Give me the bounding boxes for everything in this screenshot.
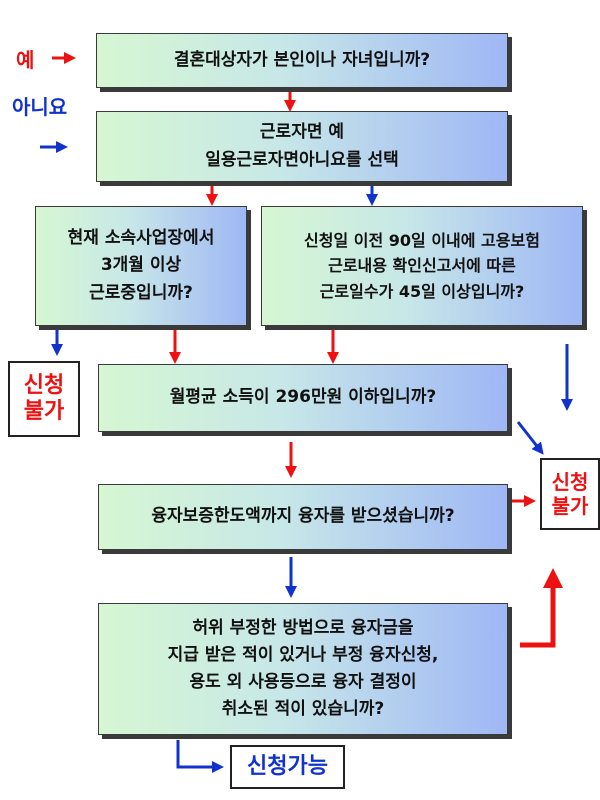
- node-q6-text: 융자보증한도액까지 융자를 받으셨습니까?: [151, 506, 455, 527]
- result-reject-left: 신청 불가: [8, 361, 80, 437]
- node-q4-text: 신청일 이전 90일 이내에 고용보험 근로내용 확인신고서에 따른 근로일수가…: [304, 230, 540, 301]
- node-q6: 융자보증한도액까지 융자를 받으셨습니까?: [98, 484, 508, 550]
- node-q2: 근로자면 예 일용근로자면아니요를 선택: [96, 111, 508, 182]
- node-q5-text: 월평균 소득이 296만원 이하입니까?: [169, 387, 437, 408]
- node-q3: 현재 소속사업장에서 3개월 이상 근로중입니까?: [35, 206, 247, 326]
- result-reject-left-text: 신청 불가: [23, 372, 65, 424]
- legend-yes-label: 예: [16, 48, 35, 72]
- result-approve-text: 신청가능: [247, 753, 328, 779]
- result-reject-right: 신청 불가: [540, 458, 600, 530]
- node-q4: 신청일 이전 90일 이내에 고용보험 근로내용 확인신고서에 따른 근로일수가…: [261, 206, 583, 326]
- node-q2-text: 근로자면 예 일용근로자면아니요를 선택: [205, 122, 399, 170]
- node-q7: 허위 부정한 방법으로 융자금을 지급 받은 적이 있거나 부정 융자신청, 용…: [98, 603, 508, 735]
- result-reject-right-text: 신청 불가: [551, 470, 589, 518]
- node-q7-text: 허위 부정한 방법으로 융자금을 지급 받은 적이 있거나 부정 융자신청, 용…: [167, 617, 439, 720]
- node-q1-text: 결혼대상자가 본인이나 자녀입니까?: [173, 49, 431, 70]
- legend-no-label: 아니요: [12, 95, 68, 119]
- arrow-q7-approve: [176, 740, 224, 773]
- arrow-q7-reject: [520, 568, 563, 648]
- result-approve: 신청가능: [230, 745, 345, 789]
- node-q5: 월평균 소득이 296만원 이하입니까?: [98, 364, 508, 432]
- node-q1: 결혼대상자가 본인이나 자녀입니까?: [96, 33, 508, 88]
- node-q3-text: 현재 소속사업장에서 3개월 이상 근로중입니까?: [67, 228, 215, 303]
- arrow-q5-reject: [516, 421, 544, 455]
